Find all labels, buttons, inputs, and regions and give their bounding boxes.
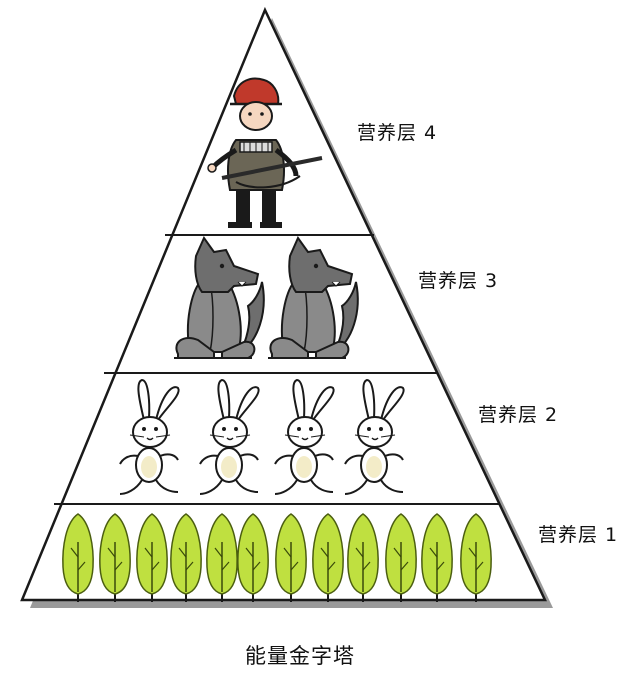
level-label-3: 营养层 3 [418,270,499,292]
level-label-4: 营养层 4 [357,122,438,144]
level-label-1: 营养层 1 [538,524,619,546]
hunter-icon [207,77,323,228]
pyramid-outline [20,6,547,602]
diagram-title: 能量金字塔 [245,644,355,668]
level-label-2: 营养层 2 [478,404,559,426]
